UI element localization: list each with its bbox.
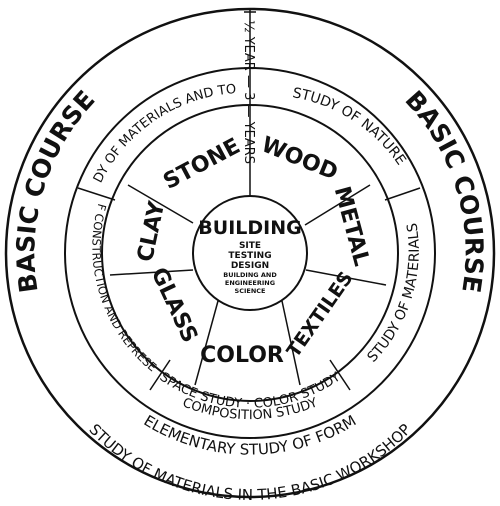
inner-divider-metal-textiles bbox=[305, 269, 387, 286]
study-of-materials-basic-workshop: STUDY OF MATERIALS IN THE BASIC WORKSHOP bbox=[86, 420, 415, 504]
center-design: DESIGN bbox=[231, 261, 269, 271]
inner-divider-wood-metal bbox=[304, 184, 371, 226]
material-wood: WOOD bbox=[258, 132, 341, 185]
basic-course-left: BASIC COURSE bbox=[11, 85, 100, 295]
inner-divider-stone-clay bbox=[127, 184, 194, 224]
material-glass: GLASS bbox=[146, 264, 202, 347]
center-testing: TESTING bbox=[228, 251, 271, 261]
material-color: COLOR bbox=[200, 343, 284, 368]
center-science: SCIENCE bbox=[235, 287, 266, 295]
study-of-materials-right: STUDY OF MATERIALS bbox=[364, 222, 422, 366]
center-site: SITE bbox=[239, 241, 261, 251]
material-textiles: TEXTILES bbox=[283, 268, 358, 362]
mid-divider-right-top bbox=[384, 187, 421, 201]
center-building-and: BUILDING AND bbox=[223, 271, 277, 279]
inner-divider-glass-color bbox=[194, 300, 219, 386]
year-label-half: ½ YEAR bbox=[241, 20, 256, 71]
material-metal: METAL bbox=[329, 184, 374, 269]
material-stone: STONE bbox=[159, 134, 244, 195]
inner-divider-color-textiles bbox=[281, 300, 301, 386]
mid-divider-left-bottom bbox=[149, 359, 171, 391]
mid-divider-left-top bbox=[77, 187, 116, 201]
mid-divider-right-bottom bbox=[329, 359, 351, 391]
inner-divider-clay-glass bbox=[109, 269, 194, 276]
center-engineering: ENGINEERING bbox=[225, 279, 275, 287]
year-label-three: — 3 — YEARS bbox=[241, 75, 256, 164]
material-clay: CLAY bbox=[133, 198, 170, 264]
center-title: BUILDING bbox=[198, 217, 301, 239]
